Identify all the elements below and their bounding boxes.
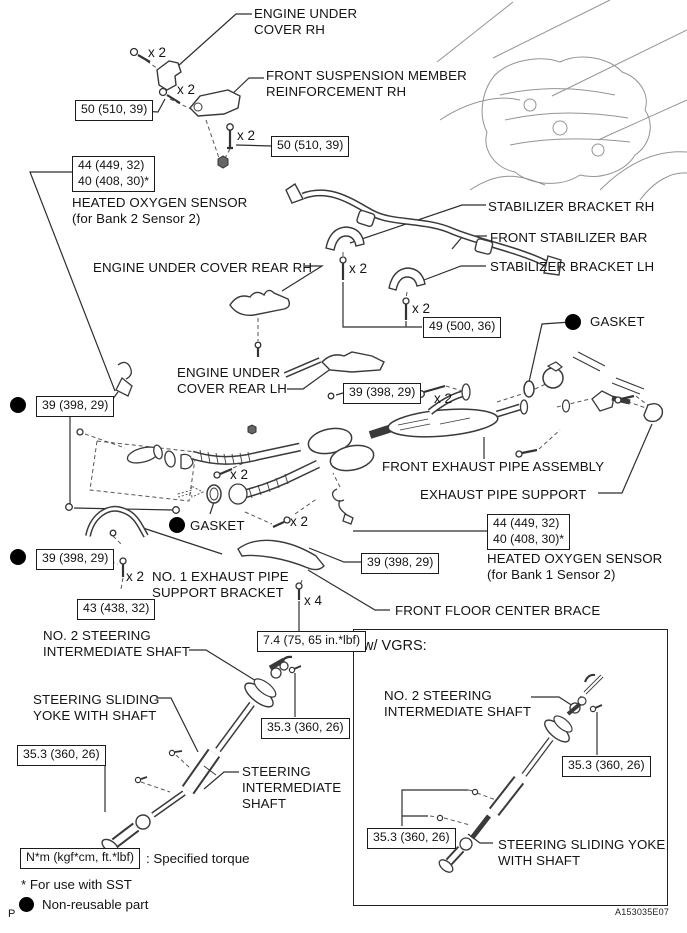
non-reusable-dot-gasket-left	[169, 517, 185, 533]
qty-x2-bracket-bolt: x 2	[126, 569, 145, 584]
torque-43: 43 (438, 32)	[77, 599, 156, 620]
label-no1-exhaust-pipe-support-bracket: NO. 1 EXHAUST PIPE SUPPORT BRACKET	[152, 569, 289, 600]
gasket-rings-drawing	[206, 483, 248, 505]
label-stabilizer-bracket-rh: STABILIZER BRACKET RH	[488, 199, 655, 214]
leader-lines	[29, 13, 653, 844]
qty-x2-stabilizer-rh: x 2	[349, 261, 368, 276]
torque-35-3-right: 35.3 (360, 26)	[261, 718, 350, 739]
label-engine-under-cover-rear-lh: ENGINE UNDER COVER REAR LH	[177, 365, 287, 396]
torque-44-40-bank1: 44 (449, 32) 40 (408, 30)*	[487, 514, 571, 551]
front-floor-center-brace-drawing	[237, 539, 325, 571]
no1-exhaust-pipe-support-bracket-drawing	[85, 505, 149, 538]
qty-x2-pipe-bolt-lower: x 2	[290, 514, 309, 529]
engine-under-cover-rear-rh-drawing	[229, 289, 291, 316]
non-reusable-dot-39-upper	[10, 397, 26, 413]
qty-x2-reinforcement-bolt1: x 2	[177, 82, 196, 97]
stabilizer-brackets-drawing	[325, 226, 426, 291]
torque-39-lower-middle: 39 (398, 29)	[361, 553, 440, 574]
legend-torque-desc: : Specified torque	[146, 851, 250, 866]
front-suspension-member-reinforcement-rh-drawing	[189, 89, 241, 117]
label-engine-under-cover-rear-rh: ENGINE UNDER COVER REAR RH	[93, 260, 313, 275]
steering-shafts-drawing	[101, 657, 289, 854]
vgrs-torque-35-3-lower: 35.3 (360, 26)	[367, 828, 456, 849]
torque-35-3-left: 35.3 (360, 26)	[17, 745, 106, 766]
label-exhaust-pipe-support: EXHAUST PIPE SUPPORT	[420, 487, 587, 502]
legend-non-reusable-dot	[19, 897, 34, 912]
label-no2-steering-intermediate-shaft: NO. 2 STEERING INTERMEDIATE SHAFT	[43, 628, 191, 659]
label-engine-under-cover-rh: ENGINE UNDER COVER RH	[254, 6, 358, 37]
qty-x2-pipe-bolt-middle: x 2	[230, 467, 249, 482]
label-front-stabilizer-bar: FRONT STABILIZER BAR	[490, 230, 648, 245]
qty-x4-floor-brace-bolt: x 4	[304, 593, 323, 608]
qty-x2-stabilizer-lh: x 2	[412, 301, 431, 316]
label-front-floor-center-brace: FRONT FLOOR CENTER BRACE	[395, 603, 601, 618]
vgrs-steering-shaft-drawing	[438, 674, 604, 873]
exhaust-rear-parts-drawing	[523, 351, 664, 423]
torque-49: 49 (500, 36)	[423, 317, 502, 338]
qty-x2-reinforcement-bolt2: x 2	[237, 128, 256, 143]
vgrs-variant-box: w/ VGRS: NO. 2 STEERING INTERMEDIATE SHA…	[353, 629, 668, 906]
page-letter: P	[8, 908, 16, 920]
torque-39-upper-left: 39 (398, 29)	[36, 396, 115, 417]
front-stabilizer-bar-drawing	[285, 182, 562, 276]
torque-50-left: 50 (510, 39)	[75, 100, 154, 121]
label-steering-intermediate-shaft: STEERING INTERMEDIATE SHAFT	[242, 764, 342, 811]
qty-x2-cover-rh: x 2	[148, 45, 167, 60]
torque-39-middle: 39 (398, 29)	[343, 383, 422, 404]
heated-oxygen-sensor-bank2-drawing	[111, 361, 133, 401]
label-gasket-left: GASKET	[190, 518, 245, 533]
bolts-and-nuts	[65, 47, 635, 822]
label-heated-oxygen-sensor-bank1: HEATED OXYGEN SENSOR (for Bank 1 Sensor …	[487, 551, 663, 582]
figure-code: A153035E07	[615, 907, 670, 917]
non-reusable-dot-gasket-right	[565, 314, 581, 330]
vgrs-label-no2-steering-intermediate-shaft: NO. 2 STEERING INTERMEDIATE SHAFT	[384, 688, 532, 719]
legend-torque-unit-box: N*m (kgf*cm, ft.*lbf)	[20, 848, 140, 869]
label-front-suspension-member-reinforcement-rh: FRONT SUSPENSION MEMBER REINFORCEMENT RH	[266, 68, 467, 99]
vgrs-title: w/ VGRS:	[363, 638, 427, 654]
label-front-exhaust-pipe-assembly: FRONT EXHAUST PIPE ASSEMBLY	[382, 459, 605, 474]
engine-under-cover-rear-lh-drawing	[321, 351, 385, 373]
label-heated-oxygen-sensor-bank2: HEATED OXYGEN SENSOR (for Bank 2 Sensor …	[72, 195, 248, 226]
front-exhaust-pipe-assembly-drawing	[126, 357, 529, 502]
label-gasket-right: GASKET	[590, 314, 645, 329]
torque-50-right: 50 (510, 39)	[271, 136, 350, 157]
qty-x2-pipe-bolt-upper: x 2	[434, 391, 453, 406]
torque-39-lower-left: 39 (398, 29)	[36, 549, 115, 570]
non-reusable-dot-39-lower	[10, 549, 26, 565]
legend-non-reusable-label: Non-reusable part	[42, 897, 149, 912]
legend-sst-note: * For use with SST	[21, 877, 132, 892]
label-stabilizer-bracket-lh: STABILIZER BRACKET LH	[490, 259, 655, 274]
engine-under-cover-rh-drawing	[156, 60, 182, 91]
vgrs-label-steering-sliding-yoke-with-shaft: STEERING SLIDING YOKE WITH SHAFT	[498, 837, 666, 868]
torque-7-4: 7.4 (75, 65 in.*lbf)	[257, 631, 367, 652]
label-steering-sliding-yoke-with-shaft: STEERING SLIDING YOKE WITH SHAFT	[33, 692, 160, 723]
vgrs-torque-35-3-upper: 35.3 (360, 26)	[562, 756, 651, 777]
engine-bay-sketch	[436, 0, 687, 201]
heated-oxygen-sensor-bank1-drawing	[331, 488, 354, 525]
torque-44-40-bank2: 44 (449, 32) 40 (408, 30)*	[72, 156, 156, 193]
